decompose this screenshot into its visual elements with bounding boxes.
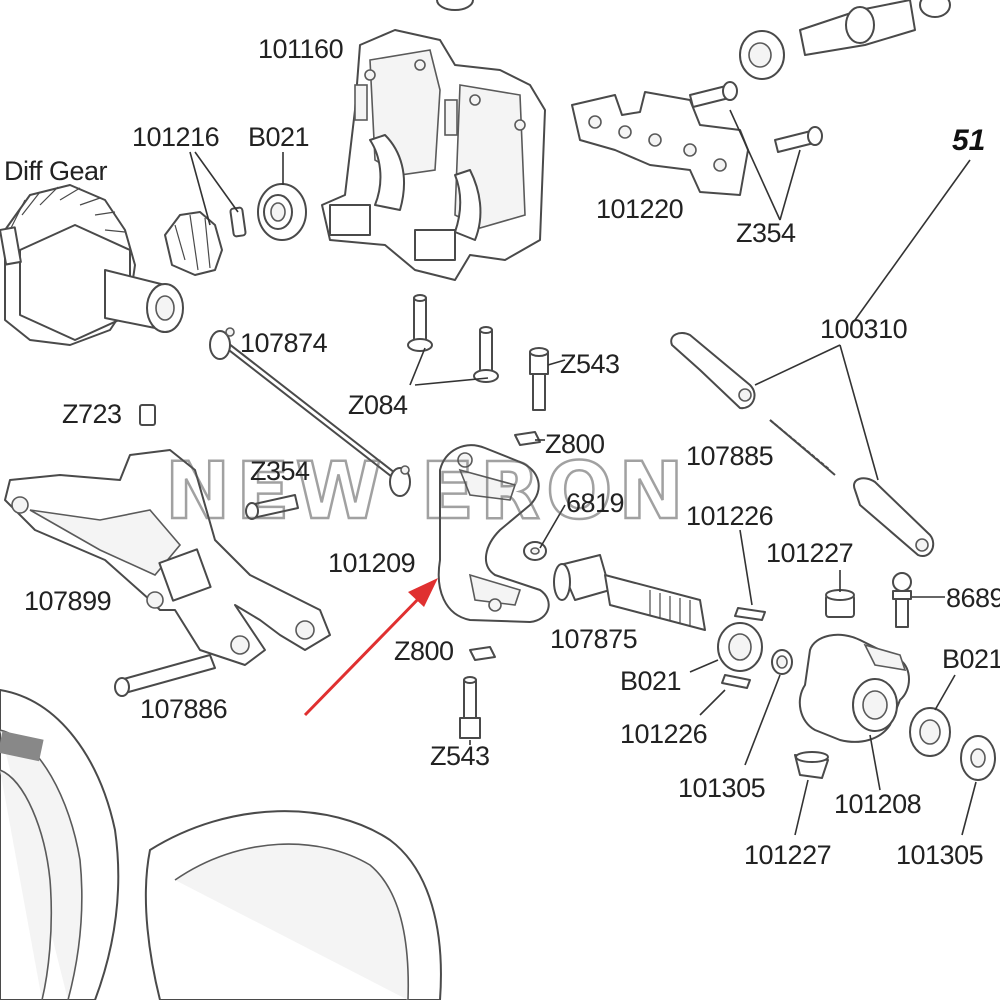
label-z800-bot: Z800 <box>394 636 454 666</box>
label-101220: 101220 <box>596 194 683 224</box>
label-101209: 101209 <box>328 548 415 578</box>
hinge-pins-top <box>689 81 823 153</box>
label-101160: 101160 <box>258 34 343 64</box>
top-right-bearing-axle <box>436 0 951 80</box>
camber-link <box>670 332 935 557</box>
screw-z543-top <box>529 347 549 411</box>
bushing-101227-top <box>825 589 855 618</box>
ball-stud-8689 <box>892 572 912 628</box>
watermark: NEW ERON <box>165 447 690 537</box>
screw-z543-bot <box>459 676 481 739</box>
label-107875: 107875 <box>550 624 637 654</box>
label-diff-gear: Diff Gear <box>4 156 108 186</box>
hub-carrier-101209 <box>437 444 550 623</box>
leader-lines <box>189 109 977 836</box>
red-arrow <box>303 578 438 717</box>
label-z800-top: Z800 <box>545 429 605 459</box>
gearbox-housing <box>321 29 546 281</box>
label-107885: 107885 <box>686 441 773 471</box>
diff-gear-assembly <box>0 184 184 346</box>
spacer-101305-right <box>960 735 996 781</box>
label-z543-bot: Z543 <box>430 741 490 771</box>
label-8689: 8689 <box>946 583 1000 613</box>
rear-tyre <box>0 689 442 1000</box>
label-z723: Z723 <box>62 399 122 429</box>
drive-shaft <box>209 327 411 497</box>
spacer-101305-left <box>771 649 793 675</box>
clip-z800-top <box>514 431 541 446</box>
hinge-pin-107886 <box>114 654 216 697</box>
label-101305-left: 101305 <box>678 773 765 803</box>
label-101305-right: 101305 <box>896 840 983 870</box>
part-labels: Diff Gear 101160 101216 B021 101220 Z354… <box>4 34 1000 870</box>
label-107886: 107886 <box>140 694 227 724</box>
label-107874: 107874 <box>240 328 328 358</box>
pinion-gear <box>164 206 247 276</box>
label-101227-bot: 101227 <box>744 840 831 870</box>
bearing-mid <box>717 622 763 672</box>
hinge-pin-mid <box>245 494 299 520</box>
clip-z800-bot <box>469 646 496 661</box>
rear-hub-101208 <box>798 633 910 743</box>
tie-bar-mount <box>571 91 749 196</box>
label-z354-mid: Z354 <box>250 456 310 486</box>
label-107899: 107899 <box>24 586 111 616</box>
screws-z084 <box>407 294 499 383</box>
label-51: 51 <box>952 124 985 157</box>
label-b021-mid: B021 <box>620 666 681 696</box>
label-101216: 101216 <box>132 122 219 152</box>
label-101208: 101208 <box>834 789 921 819</box>
label-z084: Z084 <box>348 390 408 420</box>
label-b021-top: B021 <box>248 122 309 152</box>
lower-suspension-arm <box>4 449 331 666</box>
bushing-101227-bot <box>794 751 829 779</box>
shims-101226 <box>721 607 766 689</box>
label-z543-top: Z543 <box>560 349 620 379</box>
label-b021-right: B021 <box>942 644 1000 674</box>
bearing-top <box>257 183 307 241</box>
set-screw <box>139 404 156 426</box>
bearing-right <box>909 707 951 757</box>
label-6819: 6819 <box>566 488 624 518</box>
label-101226-bot: 101226 <box>620 719 707 749</box>
rear-axle <box>553 554 706 631</box>
label-z354-top: Z354 <box>736 218 796 248</box>
label-101227-top: 101227 <box>766 538 853 568</box>
label-101226-top: 101226 <box>686 501 773 531</box>
label-100310: 100310 <box>820 314 907 344</box>
